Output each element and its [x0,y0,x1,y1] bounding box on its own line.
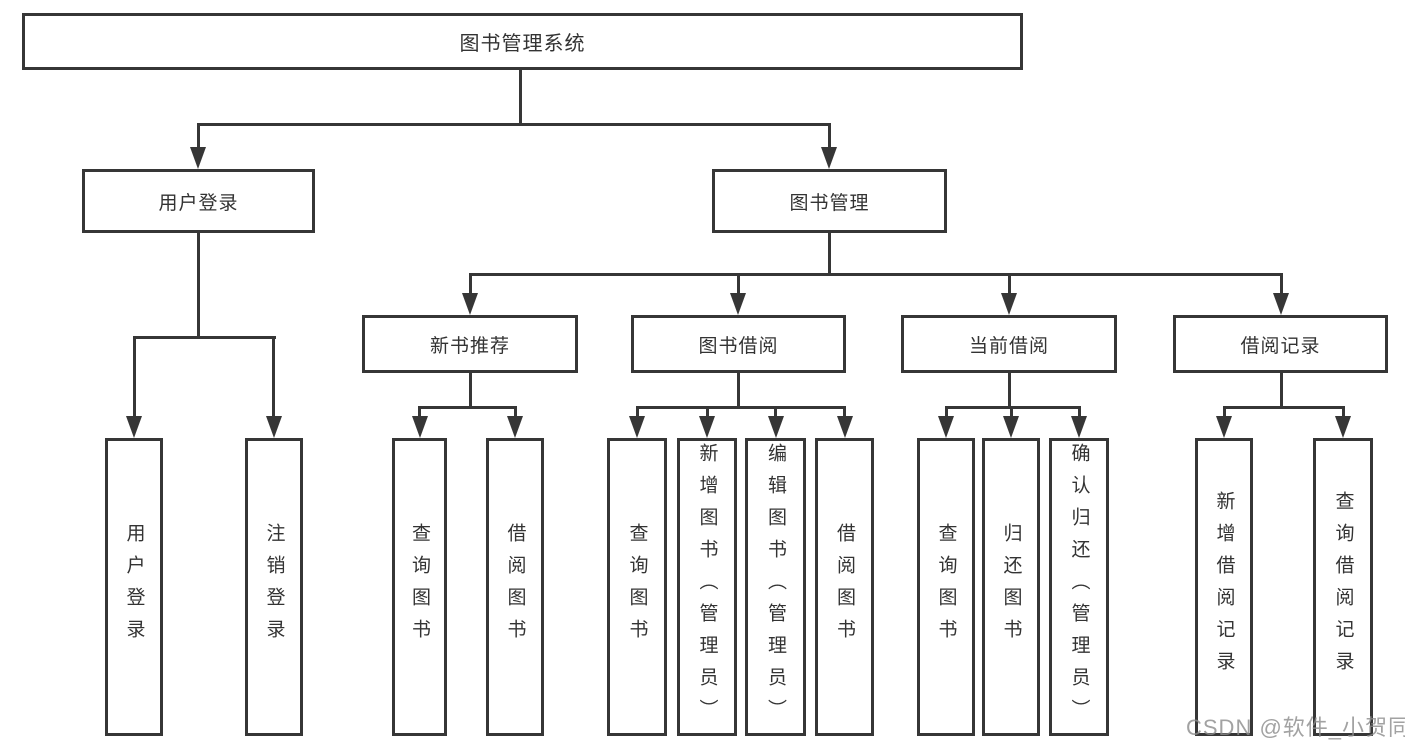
connector-vline [519,70,522,123]
leaf-recommend-borrow-book-label: 借阅图书 [504,523,526,651]
connector-arrow [730,293,746,315]
leaf-borrow-book-label: 借阅图书 [834,523,855,651]
connector-vline [418,406,421,416]
leaf-confirm-return-admin: 确认归还（管理员） [1049,438,1109,736]
connector-vline [737,373,740,406]
connector-vline [197,233,200,336]
node-root: 图书管理系统 [22,13,1023,70]
connector-vline [469,373,472,406]
connector-hline [133,336,276,339]
connector-hline [1223,406,1345,409]
connector-vline [197,123,200,149]
connector-arrow [768,416,784,438]
node-borrow-records-label: 借阅记录 [1240,335,1321,357]
leaf-edit-book-admin-label: 编辑图书（管理员） [765,443,786,731]
node-current-borrow-label: 当前借阅 [968,335,1049,357]
connector-arrow [1273,293,1289,315]
node-borrow-records: 借阅记录 [1173,315,1388,373]
node-book-borrow: 图书借阅 [631,315,846,373]
connector-arrow [629,416,645,438]
connector-arrow [837,416,853,438]
connector-vline [272,336,275,416]
leaf-add-book-admin: 新增图书（管理员） [677,438,737,736]
connector-vline [1078,406,1081,416]
connector-vline [1342,406,1345,416]
connector-vline [1010,406,1013,416]
node-root-label: 图书管理系统 [459,33,586,55]
connector-arrow [699,416,715,438]
connector-arrow [821,147,837,169]
node-current-borrow: 当前借阅 [901,315,1117,373]
leaf-recommend-query-book-label: 查询图书 [409,523,430,651]
connector-vline [828,233,831,276]
node-book-management-label: 图书管理 [789,192,870,214]
connector-arrow [1003,416,1019,438]
node-new-book-recommend-label: 新书推荐 [429,335,510,357]
connector-vline [1223,406,1226,416]
connector-vline [469,273,472,293]
connector-hline [197,123,831,126]
connector-hline [418,406,517,409]
connector-vline [828,123,831,149]
leaf-current-query-book-label: 查询图书 [935,523,957,651]
connector-arrow [412,416,428,438]
leaf-current-query-book: 查询图书 [917,438,975,736]
connector-arrow [1216,416,1232,438]
connector-arrow [1001,293,1017,315]
leaf-user-login: 用户登录 [105,438,163,736]
node-book-management: 图书管理 [712,169,947,233]
connector-vline [945,406,948,416]
connector-vline [514,406,517,416]
node-user-login: 用户登录 [82,169,315,233]
connector-vline [636,406,639,416]
csdn-watermark: CSDN @软件_小贺同学 [1186,715,1405,740]
leaf-recommend-borrow-book: 借阅图书 [486,438,544,736]
leaf-logout: 注销登录 [245,438,303,736]
connector-vline [1008,273,1011,293]
connector-arrow [1071,416,1087,438]
leaf-add-borrow-record: 新增借阅记录 [1195,438,1253,736]
connector-vline [706,406,709,416]
node-new-book-recommend: 新书推荐 [362,315,578,373]
node-book-borrow-label: 图书借阅 [698,335,779,357]
leaf-borrow-query-book: 查询图书 [607,438,667,736]
connector-hline [945,406,1081,409]
connector-arrow [190,147,206,169]
leaf-edit-book-admin: 编辑图书（管理员） [745,438,806,736]
leaf-query-borrow-record: 查询借阅记录 [1313,438,1373,736]
leaf-borrow-query-book-label: 查询图书 [626,523,648,651]
leaf-recommend-query-book: 查询图书 [392,438,447,736]
leaf-add-book-admin-label: 新增图书（管理员） [696,443,718,731]
leaf-return-book: 归还图书 [982,438,1040,736]
connector-vline [737,273,740,293]
leaf-return-book-label: 归还图书 [1000,523,1022,651]
connector-arrow [462,293,478,315]
connector-hline [469,273,1283,276]
node-user-login-label: 用户登录 [158,192,239,214]
leaf-confirm-return-admin-label: 确认归还（管理员） [1068,443,1090,731]
connector-arrow [126,416,142,438]
connector-vline [774,406,777,416]
connector-arrow [507,416,523,438]
connector-vline [133,336,136,416]
leaf-user-login-label: 用户登录 [123,523,145,651]
leaf-query-borrow-record-label: 查询借阅记录 [1332,491,1354,683]
leaf-logout-label: 注销登录 [263,523,285,651]
connector-arrow [938,416,954,438]
connector-arrow [1335,416,1351,438]
connector-vline [1280,373,1283,406]
leaf-add-borrow-record-label: 新增借阅记录 [1213,491,1235,683]
connector-vline [1280,273,1283,293]
connector-arrow [266,416,282,438]
connector-hline [636,406,846,409]
leaf-borrow-book: 借阅图书 [815,438,874,736]
connector-vline [1008,373,1011,406]
connector-vline [843,406,846,416]
